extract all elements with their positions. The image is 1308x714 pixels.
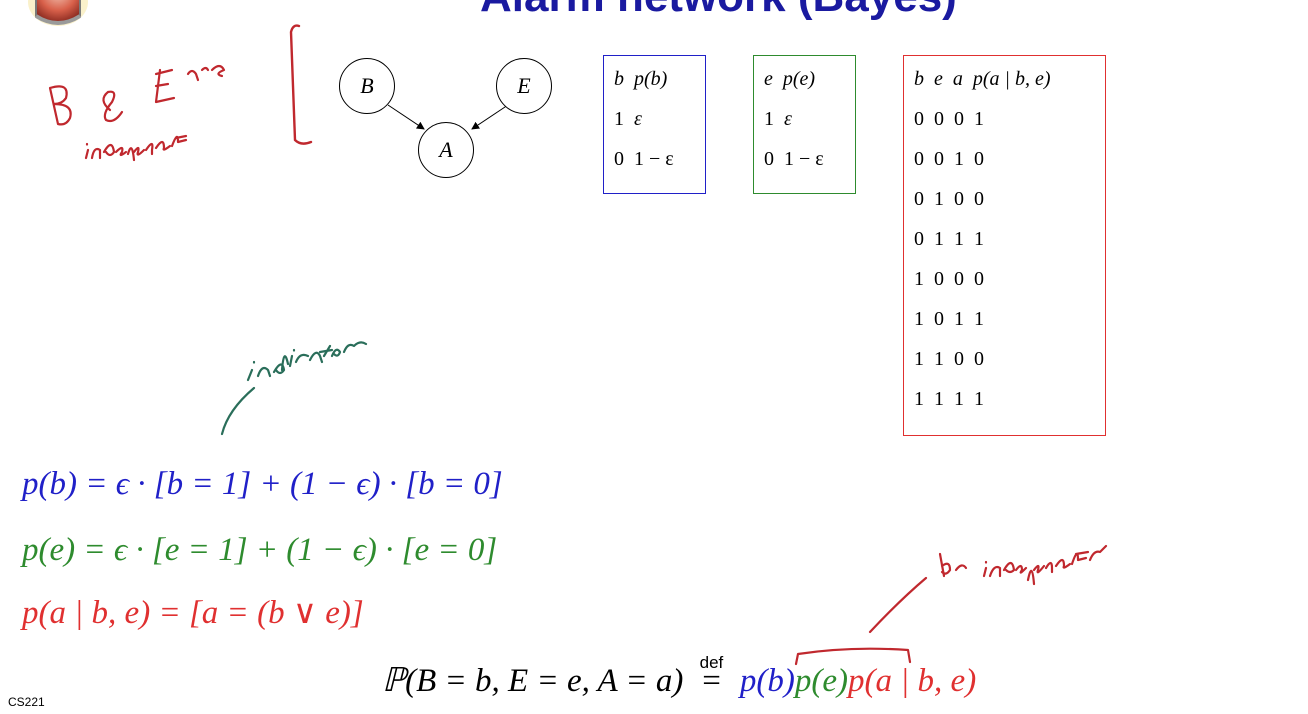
table-cell: ε	[784, 108, 792, 130]
table-cell: 1	[974, 108, 984, 130]
logo-icon	[28, 0, 88, 26]
table-row: 0 1 0 0	[914, 188, 1095, 228]
table-cell: 0	[954, 188, 964, 210]
table-row: 1 ε	[614, 108, 695, 148]
table-row: 0 0 1 0	[914, 148, 1095, 188]
table-header-row: b p(b)	[614, 68, 695, 108]
node-e: E	[496, 58, 552, 114]
table-header-cell: e	[764, 68, 773, 90]
def-label: def	[699, 653, 724, 672]
table-cell: 1 − ε	[634, 148, 674, 170]
table-cell: 0	[954, 268, 964, 290]
table-cell: 1	[764, 108, 774, 130]
table-header-cell: p(e)	[782, 68, 816, 90]
table-cell: 1	[974, 228, 984, 250]
table-header-cell: p(b)	[634, 68, 668, 90]
node-b: B	[339, 58, 395, 114]
bc-annotation	[794, 544, 1108, 666]
node-a: A	[418, 122, 474, 178]
table-cell: 1	[934, 348, 944, 370]
table-row: 1 1 0 0	[914, 348, 1095, 388]
footer-course: CS221	[8, 695, 45, 709]
table-cell: 0	[934, 108, 944, 130]
joint-lhs: ℙ(B = b, E = e, A = a)	[382, 663, 684, 699]
table-cell: 0	[954, 108, 964, 130]
table-pb: b p(b) 1 ε 0 1 − ε	[603, 55, 706, 194]
table-row: 0 0 0 1	[914, 108, 1095, 148]
slide-title: Alarm network (Bayes)	[480, 0, 957, 22]
table-cell: 1	[954, 308, 964, 330]
table-cell: 1	[974, 388, 984, 410]
def-equals: def =	[692, 653, 732, 700]
table-cell: 0	[914, 148, 924, 170]
table-cell: 1 − ε	[784, 148, 824, 170]
table-row: 0 1 − ε	[614, 148, 695, 188]
table-cell: 1	[614, 108, 624, 130]
table-cell: 0	[764, 148, 774, 170]
formula-pa: p(a | b, e) = [a = (b ∨ e)]	[22, 595, 364, 631]
table-cell: 0	[914, 228, 924, 250]
table-row: 0 1 − ε	[764, 148, 845, 188]
table-cell: 0	[974, 188, 984, 210]
table-cell: 0	[914, 188, 924, 210]
table-cell: 0	[934, 268, 944, 290]
table-cell: 1	[974, 308, 984, 330]
table-cell: 0	[934, 308, 944, 330]
table-cell: 0	[974, 268, 984, 290]
table-cell: 1	[954, 388, 964, 410]
table-header-row: e p(e)	[764, 68, 845, 108]
table-header-cell: e	[934, 68, 943, 90]
table-header-cell: p(a | b, e)	[972, 68, 1051, 90]
table-row: 1 0 1 1	[914, 308, 1095, 348]
formula-joint: ℙ(B = b, E = e, A = a) def = p(b)p(e)p(a…	[382, 653, 977, 700]
table-cell: 0	[954, 348, 964, 370]
table-cell: 1	[914, 268, 924, 290]
table-cell: 1	[934, 228, 944, 250]
table-header-row: b e a p(a | b, e)	[914, 68, 1095, 108]
indicator-annotation	[220, 341, 368, 436]
joint-pb: p(b)	[739, 663, 795, 699]
table-cell: 1	[934, 388, 944, 410]
table-header-cell: b	[614, 68, 624, 90]
table-cell: 1	[934, 188, 944, 210]
table-pa: b e a p(a | b, e) 0 0 0 1 0 0 1 0 0 1 0 …	[903, 55, 1106, 436]
table-header-cell: a	[952, 68, 963, 90]
table-cell: 0	[934, 148, 944, 170]
table-pe: e p(e) 1 ε 0 1 − ε	[753, 55, 856, 194]
table-cell: 1	[914, 388, 924, 410]
table-header-cell: b	[914, 68, 924, 90]
indep-annotation	[48, 64, 226, 162]
joint-pe: p(e)	[794, 663, 848, 699]
table-cell: 1	[914, 308, 924, 330]
table-row: 1 1 1 1	[914, 388, 1095, 428]
table-row: 1 ε	[764, 108, 845, 148]
bayes-graph-edges	[387, 104, 509, 130]
bracket-annotation	[289, 24, 313, 145]
table-cell: 1	[954, 148, 964, 170]
formula-pe: p(e) = ϵ · [e = 1] + (1 − ϵ) · [e = 0]	[22, 532, 498, 568]
table-cell: 0	[914, 108, 924, 130]
equals-sign: =	[702, 663, 721, 699]
table-cell: 1	[954, 228, 964, 250]
table-cell: 0	[614, 148, 624, 170]
table-row: 1 0 0 0	[914, 268, 1095, 308]
formula-pb: p(b) = ϵ · [b = 1] + (1 − ϵ) · [b = 0]	[22, 466, 503, 502]
table-cell: 1	[914, 348, 924, 370]
table-cell: 0	[974, 348, 984, 370]
joint-pa: p(a | b, e)	[847, 663, 977, 699]
table-cell: 0	[974, 148, 984, 170]
table-cell: ε	[634, 108, 642, 130]
table-row: 0 1 1 1	[914, 228, 1095, 268]
